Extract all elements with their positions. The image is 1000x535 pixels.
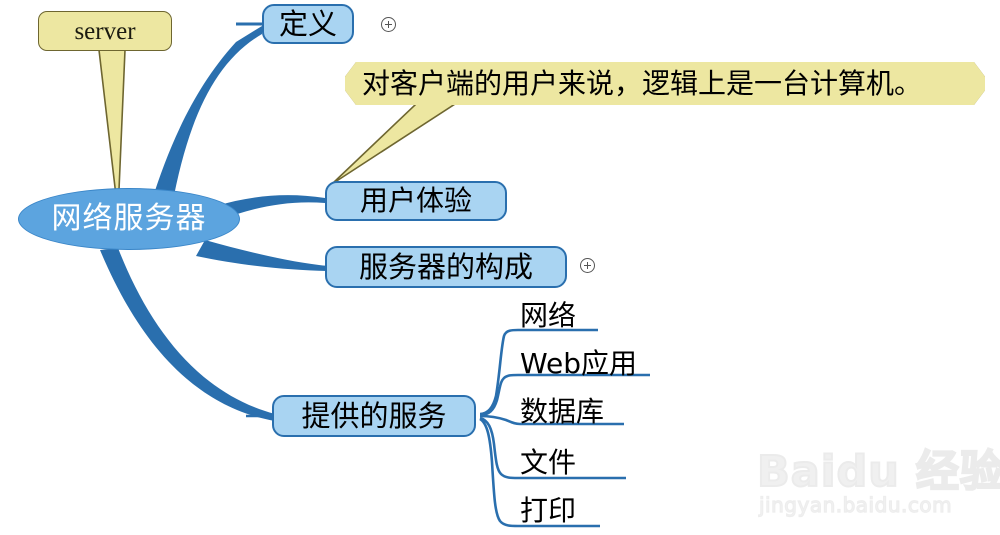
note-text: 对客户端的用户来说，逻辑上是一台计算机。 xyxy=(362,66,923,100)
topic-label-user-experience: 用户体验 xyxy=(359,184,472,217)
callout-server-label: server xyxy=(74,17,136,45)
topic-label-definition: 定义 xyxy=(278,6,337,41)
topic-node-definition[interactable]: 定义 xyxy=(262,4,354,44)
topic-node-server-composition[interactable]: 服务器的构成 xyxy=(325,246,567,288)
leaf-node-network[interactable]: 网络 xyxy=(520,297,576,335)
note-tail xyxy=(331,103,458,185)
leaf-label-file: 文件 xyxy=(520,446,577,479)
root-node-label: 网络服务器 xyxy=(51,201,207,236)
baidu-watermark: Baidu 经验 jingyan.baidu.com xyxy=(756,437,1000,519)
topic-node-user-experience[interactable]: 用户体验 xyxy=(325,181,507,221)
leaf-label-network: 网络 xyxy=(520,299,577,332)
leaf-label-web-application: Web应用 xyxy=(520,347,638,380)
note-box[interactable]: 对客户端的用户来说，逻辑上是一台计算机。 xyxy=(345,62,985,105)
expand-plus-icon-definition[interactable] xyxy=(381,17,396,32)
watermark-main-text: Baidu 经验 xyxy=(756,446,1000,498)
leaf-label-database: 数据库 xyxy=(520,395,605,428)
leaf-node-database[interactable]: 数据库 xyxy=(520,393,604,431)
leaf-node-web-application[interactable]: Web应用 xyxy=(520,345,637,383)
branch-to-goucheng xyxy=(196,240,327,271)
leaf-label-print: 打印 xyxy=(520,494,577,527)
leaf-node-file[interactable]: 文件 xyxy=(520,444,576,482)
root-node[interactable]: 网络服务器 xyxy=(18,188,240,250)
branch-to-fuwu xyxy=(100,248,275,421)
topic-label-server-composition: 服务器的构成 xyxy=(358,249,533,284)
expand-plus-icon-server-composition[interactable] xyxy=(580,258,595,273)
callout-server[interactable]: server xyxy=(38,11,172,51)
leaf-node-print[interactable]: 打印 xyxy=(520,492,576,530)
topic-label-provided-services: 提供的服务 xyxy=(301,398,447,433)
branch-to-dingyi xyxy=(152,26,262,206)
topic-node-provided-services[interactable]: 提供的服务 xyxy=(272,395,476,437)
watermark-sub-text: jingyan.baidu.com xyxy=(758,492,953,517)
